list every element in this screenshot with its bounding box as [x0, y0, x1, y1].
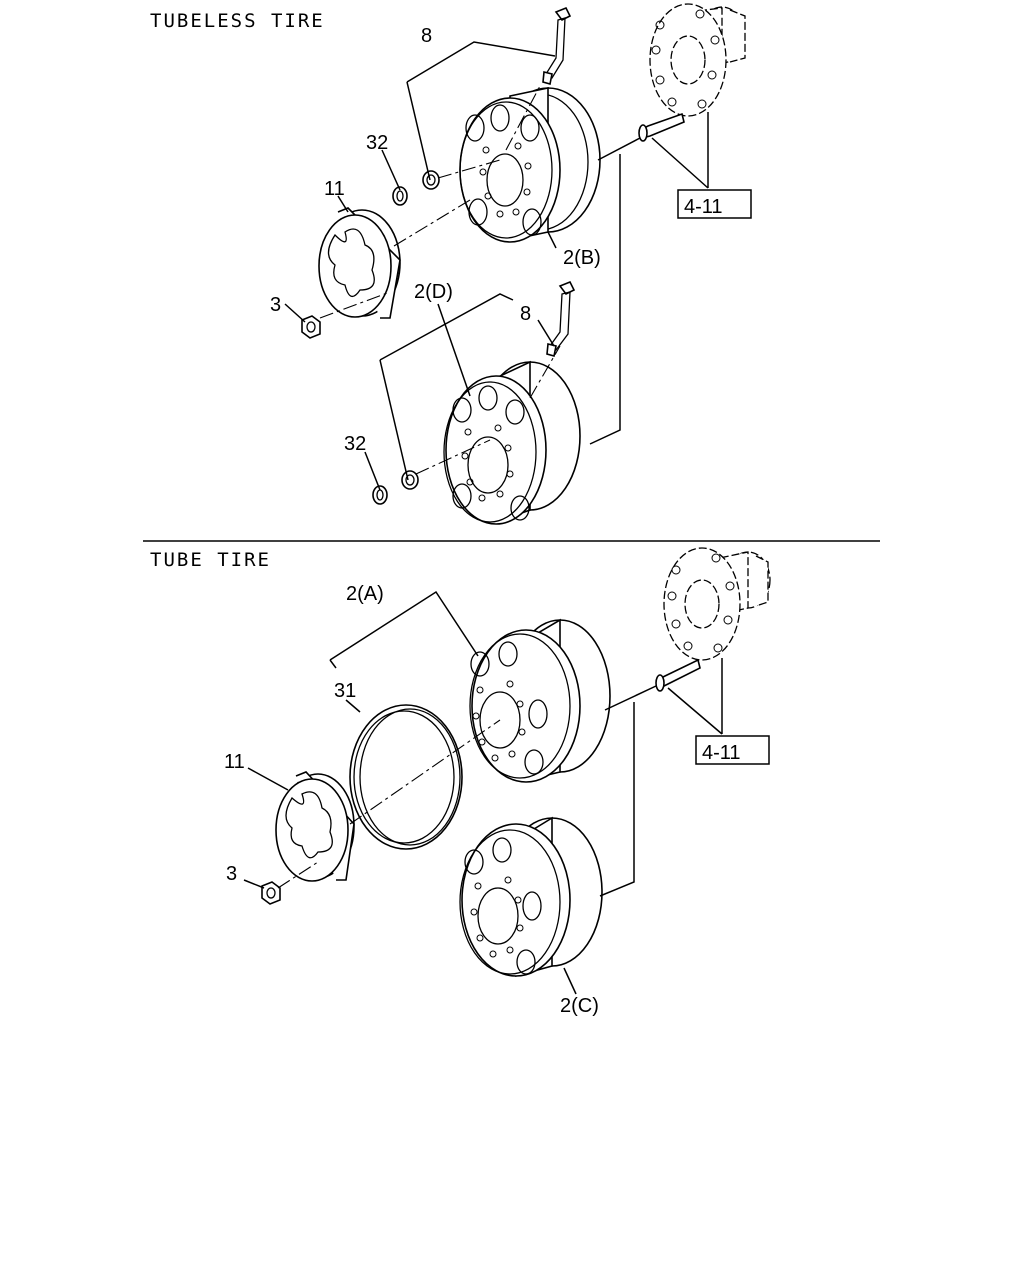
- hub-reference-box-lower: [695, 735, 770, 765]
- callout-cap-nut-lower: 3: [226, 863, 237, 885]
- wheel-stud-upper: [638, 112, 685, 142]
- tubeless-tire-section-title: TUBELESS TIRE: [150, 10, 325, 32]
- valve-extension-lower: [546, 280, 576, 358]
- hub-lower: [663, 547, 771, 661]
- hub-reference-upper: 4-11: [684, 196, 723, 218]
- callout-valve-upper: 8: [421, 25, 432, 47]
- tubeless-leader-lines: [284, 41, 641, 491]
- callout-wheel-2c: 2(C): [560, 995, 599, 1017]
- cap-nut-upper: [301, 315, 321, 339]
- wheel-cap-lower: [275, 771, 355, 882]
- wheel-nut-upper-outer: [422, 170, 440, 190]
- side-ring-31: [349, 704, 463, 850]
- hub-upper: [649, 3, 746, 117]
- callout-inner-nut-upper: 32: [366, 132, 388, 154]
- inner-nut-upper: [392, 186, 408, 206]
- callout-cap-nut-upper: 3: [270, 294, 281, 316]
- callout-wheel-2b: 2(B): [563, 247, 601, 269]
- hub-reference-lower: 4-11: [702, 742, 741, 764]
- cap-nut-lower: [261, 881, 281, 905]
- wheel-nut-lower-outer: [401, 470, 419, 490]
- callout-cap-upper: 11: [324, 178, 345, 200]
- wheel-cap-upper: [318, 207, 401, 319]
- wheel-2d: [443, 360, 581, 525]
- callout-cap-lower: 11: [224, 751, 245, 773]
- valve-extension-upper: [542, 6, 572, 86]
- tube-leader-lines: [243, 590, 657, 995]
- wheel-2a: [469, 618, 611, 783]
- callout-side-ring: 31: [334, 680, 356, 702]
- wheel-2c: [459, 816, 603, 978]
- wheel-stud-lower: [655, 658, 701, 692]
- callout-inner-nut-lower: 32: [344, 433, 366, 455]
- hub-reference-box-upper: [677, 189, 752, 219]
- callout-valve-lower: 8: [520, 303, 531, 325]
- callout-wheel-2d: 2(D): [414, 281, 453, 303]
- tube-tire-section-title: TUBE TIRE: [150, 549, 271, 571]
- callout-wheel-2a: 2(A): [346, 583, 384, 605]
